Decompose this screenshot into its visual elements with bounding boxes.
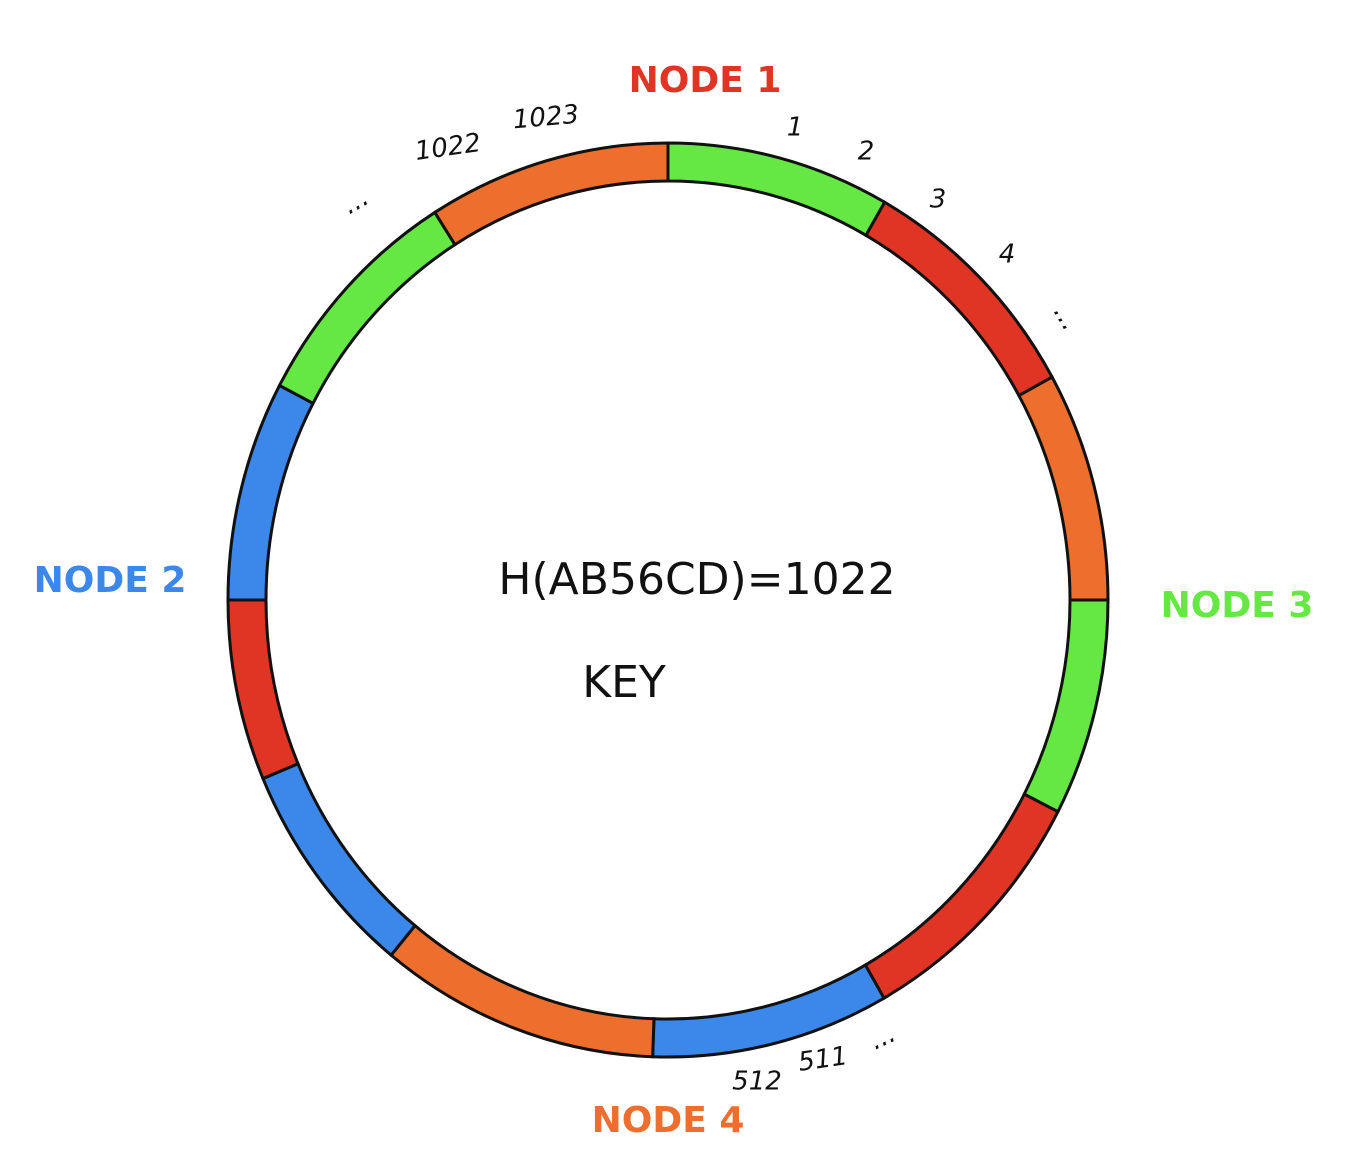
ellipsis-bottom: ...: [865, 1019, 900, 1057]
node-2-label: NODE 2: [34, 560, 187, 601]
position-1022: 1022: [413, 128, 483, 167]
position-1: 1: [787, 113, 804, 143]
position-512: 512: [732, 1067, 782, 1097]
ring-segment-green: [1022, 598, 1110, 814]
ring-segment-blue: [651, 962, 887, 1059]
position-4: 4: [999, 240, 1016, 270]
position-2: 2: [858, 137, 875, 167]
ellipsis-right: ...: [1047, 300, 1085, 336]
ring-segment-orange: [1016, 374, 1110, 602]
hash-expression: H(AB56CD)=1022: [498, 554, 895, 605]
position-1023: 1023: [512, 100, 581, 136]
ring-segment-orange: [432, 141, 670, 247]
ring-segment-green: [666, 141, 887, 238]
node-1-label: NODE 1: [629, 60, 782, 101]
ring-segment-red: [863, 792, 1060, 1001]
ring-segment-orange: [389, 923, 656, 1059]
position-511: 511: [796, 1041, 849, 1078]
hash-ring: [226, 141, 1110, 1059]
key-label: KEY: [582, 657, 666, 708]
node-3-label: NODE 3: [1161, 585, 1314, 626]
ring-segment-red: [226, 598, 300, 781]
ring-segment-green: [277, 210, 458, 406]
ring-segment-blue: [261, 761, 418, 958]
ring-segment-blue: [226, 383, 316, 602]
position-3: 3: [930, 185, 947, 215]
ring-segment-red: [863, 200, 1055, 398]
ellipsis-left: ...: [338, 182, 374, 220]
node-4-label: NODE 4: [592, 1100, 745, 1141]
